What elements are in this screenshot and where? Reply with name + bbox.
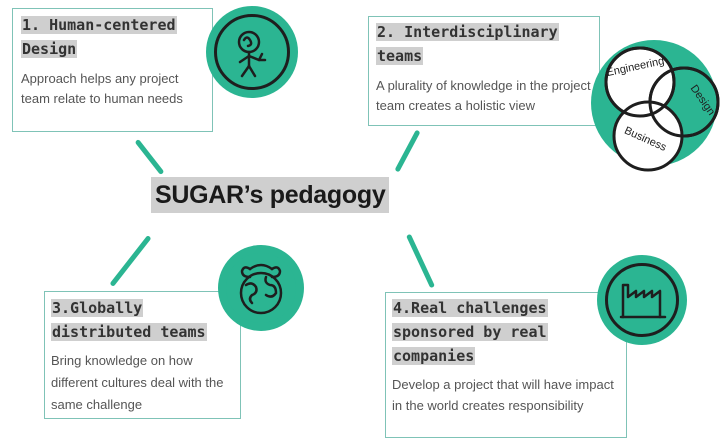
card-body: Approach helps any project team relate t… xyxy=(21,71,183,106)
card-human-centered-design: 1. Human-centered Design Approach helps … xyxy=(12,8,213,132)
card-title: 2. Interdisciplinary teams xyxy=(376,20,592,68)
connector-top-right xyxy=(394,129,421,173)
card-title-line: distributed teams xyxy=(51,323,207,341)
card-title-line: companies xyxy=(392,347,476,365)
connector-bottom-left xyxy=(109,235,152,287)
factory-icon xyxy=(597,255,687,345)
card-body: Develop a project that will have impact … xyxy=(392,377,614,413)
card-title: 3.Globally distributed teams xyxy=(51,296,234,344)
card-title-line: teams xyxy=(376,47,424,65)
card-title: 1. Human-centered Design xyxy=(21,13,204,61)
card-title-line: 1. Human-centered xyxy=(21,16,177,34)
card-title-line: 4.Real challenges xyxy=(392,299,548,317)
card-body: A plurality of knowledge in the project … xyxy=(376,78,591,113)
card-title: 4.Real challenges sponsored by real comp… xyxy=(392,296,620,368)
card-title-line: 3.Globally xyxy=(51,299,144,317)
connector-top-left xyxy=(134,138,165,176)
card-title-line: sponsored by real xyxy=(392,323,548,341)
card-body: Bring knowledge on how different culture… xyxy=(51,353,224,412)
diagram-title: SUGAR’s pedagogy xyxy=(151,177,390,213)
connector-bottom-right xyxy=(405,233,436,289)
globe-head-icon xyxy=(218,245,304,331)
card-real-challenges: 4.Real challenges sponsored by real comp… xyxy=(385,292,627,438)
card-title-line: 2. Interdisciplinary xyxy=(376,23,559,41)
venn-diagram-icon: Engineering Design Business xyxy=(588,26,722,180)
person-idea-icon xyxy=(206,6,298,98)
card-interdisciplinary-teams: 2. Interdisciplinary teams A plurality o… xyxy=(368,16,600,126)
card-globally-distributed-teams: 3.Globally distributed teams Bring knowl… xyxy=(44,291,241,419)
card-title-line: Design xyxy=(21,40,78,58)
